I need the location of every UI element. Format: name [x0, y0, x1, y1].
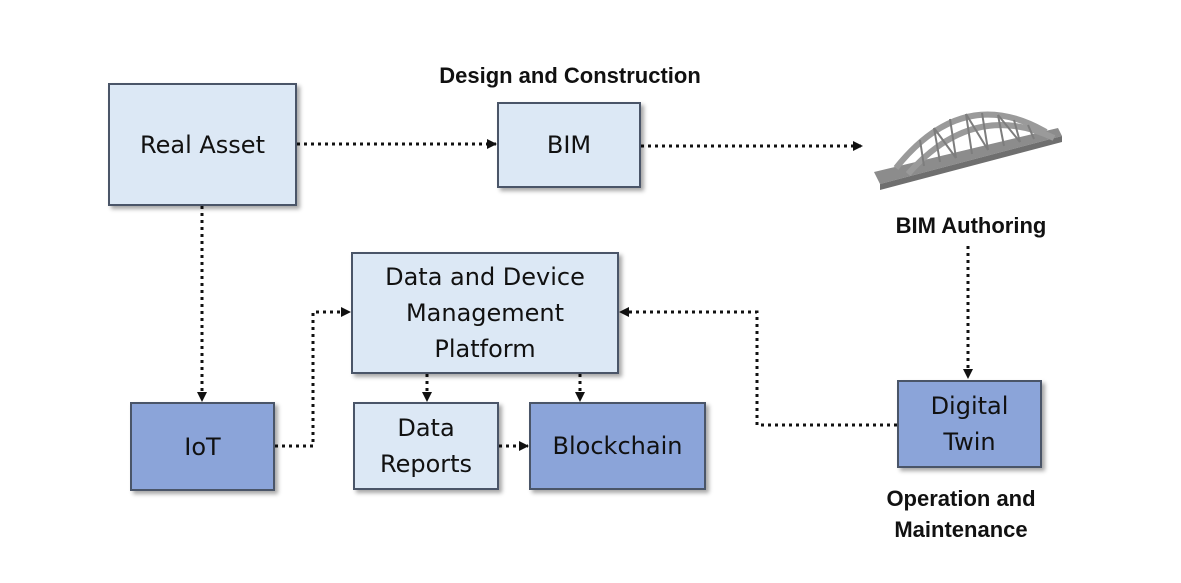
bridge-hangers [919, 112, 1035, 167]
bridge-model-icon [874, 111, 1062, 190]
data-reports-box: Data Reports [353, 402, 499, 490]
blockchain-box: Blockchain [529, 402, 706, 490]
design-construction-label: Design and Construction [439, 63, 701, 88]
real-asset-box: Real Asset [108, 83, 297, 206]
platform-box: Data and Device Management Platform [351, 252, 619, 374]
bridge-deck [874, 128, 1062, 190]
bim-authoring-label: BIM Authoring [895, 213, 1047, 238]
iot-box: IoT [130, 402, 275, 491]
digital-twin-box: Digital Twin [897, 380, 1042, 468]
arrow-digital-twin-to-platform [619, 307, 897, 427]
operation-maintenance-label: Operation and Maintenance [886, 486, 1036, 543]
bim-box: BIM [497, 102, 641, 188]
arrow-iot-to-platform [275, 307, 351, 448]
